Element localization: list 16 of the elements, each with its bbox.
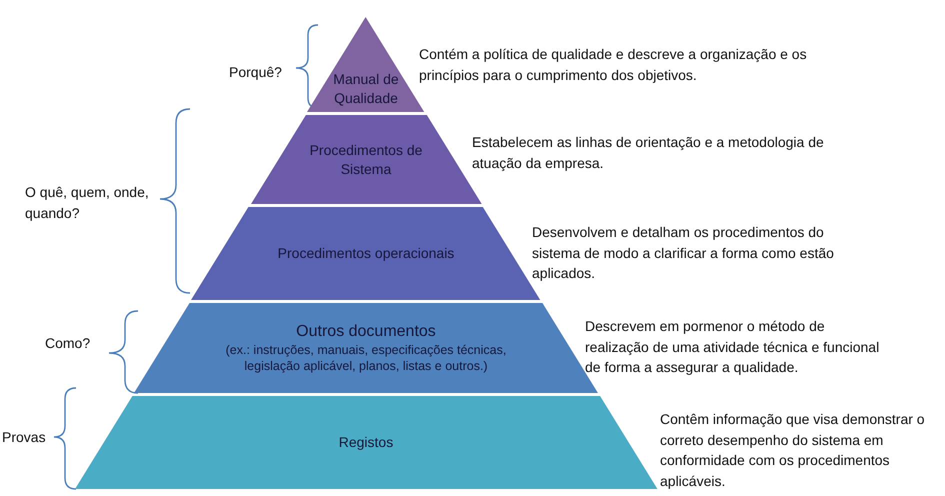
description-text: Contém a política de qualidade e descreve a organização e os princípios para o cumprimento dos objetivos. [419,45,808,85]
description-text: Contêm informação que visa demonstrar o correto desempenho do sistema em conformidade com os procedimentos aplicáveis. [660,410,926,491]
bracket-label: O quê, quem, onde, quando? [25,183,150,223]
level-title: Registos [338,433,394,452]
pyramid-level [74,396,658,489]
description-text: Estabelecem as linhas de orientação e a metodologia de atuação da empresa. [472,133,825,173]
bracket-label: Como? [45,334,92,353]
level-note: (ex.: instruções, manuais, especificações técnicas, legislação aplicável, planos, listas e outros.) [224,342,508,374]
bracket-label: Porquê? [229,63,283,82]
level-title: Procedimentos operacionais [278,244,454,263]
level-title: Manual de Qualidade [332,70,400,108]
description-text: Descrevem em pormenor o método de realização de uma atividade técnica e funcional de forma a assegurar a qualidade. [585,317,880,377]
description-text: Desenvolvem e detalham os procedimentos do sistema de modo a clarificar a forma como estão aplicados. [532,223,835,283]
level-title: Procedimentos de Sistema [308,140,424,178]
bracket-label: Provas [2,428,47,447]
level-title: Outros documentos [296,322,436,342]
